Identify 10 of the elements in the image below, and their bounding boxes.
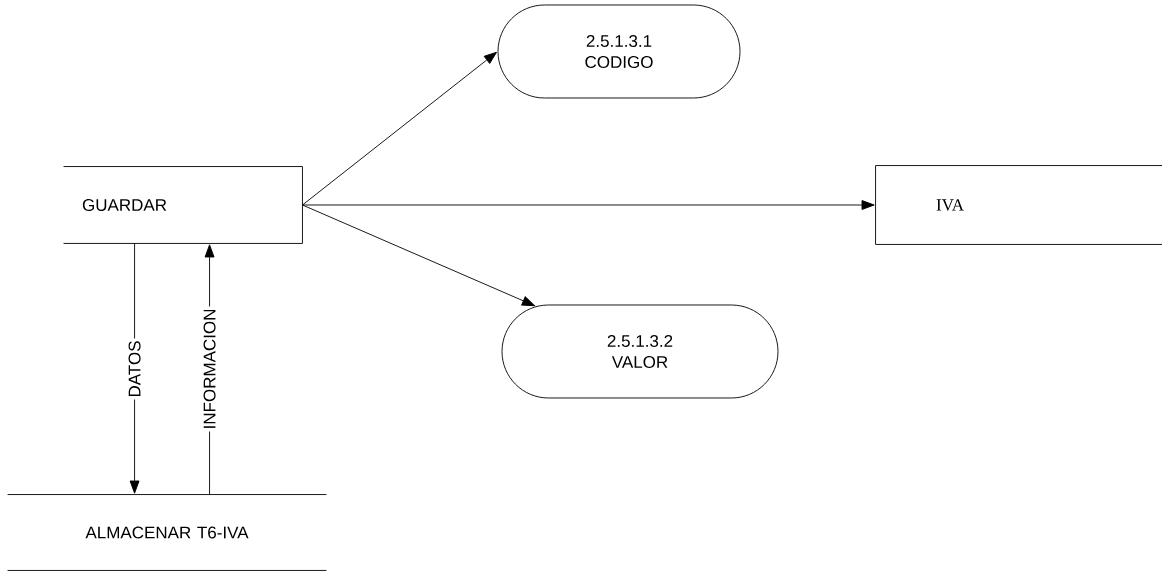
arrow xyxy=(302,51,497,206)
process-terminal: 2.5.1.3.2 VALOR xyxy=(501,304,779,399)
arrow xyxy=(302,200,875,210)
arrow xyxy=(302,204,536,307)
edge-label: DATOS xyxy=(126,338,143,400)
process-terminal: 2.5.1.3.1 CODIGO xyxy=(497,4,741,99)
data-store: ALMACENAR T6-IVA xyxy=(7,494,327,571)
entity-box: IVA xyxy=(875,165,1162,245)
edge-label: INFORMACION xyxy=(201,306,218,432)
process-box: GUARDAR xyxy=(63,166,303,244)
